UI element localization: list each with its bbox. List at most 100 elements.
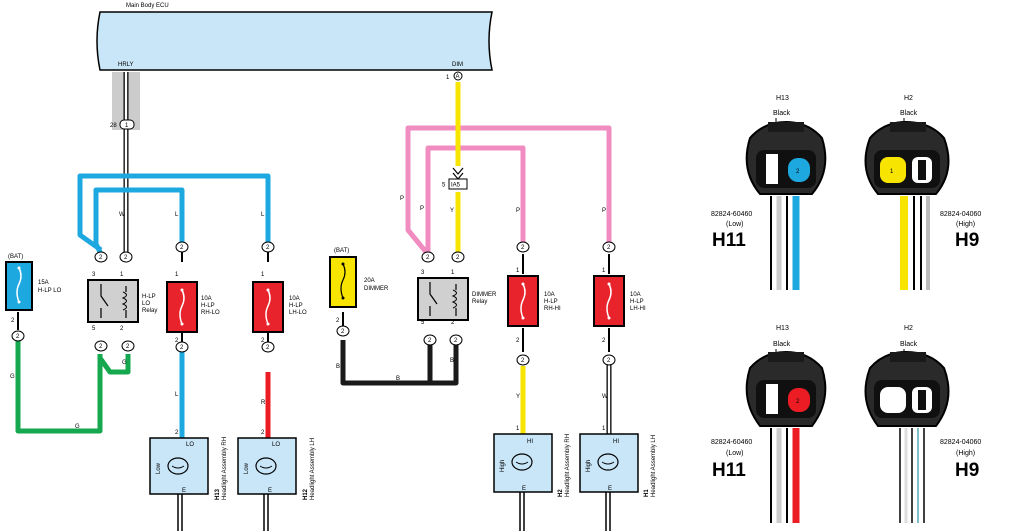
svg-text:H11: H11	[712, 460, 746, 481]
bat-label-2: (BAT)	[334, 248, 349, 254]
svg-text:2: 2	[99, 344, 103, 350]
svg-text:82824-60460: 82824-60460	[711, 211, 752, 218]
connector-h2-top: H2 Black 1 82824-04060 (High) H9	[864, 95, 981, 290]
pin-oval: 2	[175, 341, 189, 353]
svg-text:2: 2	[341, 329, 345, 335]
svg-text:H-LP: H-LP	[630, 299, 644, 305]
svg-text:H1: H1	[644, 489, 650, 497]
svg-text:82824-60460: 82824-60460	[711, 439, 752, 446]
wire-label-b-3: B	[450, 358, 454, 364]
svg-text:(High): (High)	[956, 450, 975, 457]
pin-oval: 2	[336, 325, 350, 337]
svg-text:2: 2	[175, 338, 179, 344]
fuse-dimmer: (BAT) 20A DIMMER	[329, 248, 389, 308]
pin-oval: 2	[119, 251, 133, 263]
svg-text:H2: H2	[904, 95, 913, 102]
pin-connectors: 2 2 2 2 2 2 2 2 2 2 2 2 2 2 2 2 2 2	[11, 241, 616, 366]
relay-h-lp-lo: H-LP LO Relay	[87, 279, 157, 323]
svg-text:H13: H13	[776, 95, 789, 102]
svg-text:Black: Black	[900, 341, 918, 348]
wire-label-r: R	[261, 400, 266, 406]
svg-text:1: 1	[261, 272, 265, 278]
svg-text:1: 1	[602, 268, 606, 274]
svg-text:2: 2	[261, 338, 265, 344]
main-body-ecu: Main Body ECU HRLY DIM 15 1 A	[96, 3, 493, 81]
wire-label-l-2: L	[261, 212, 265, 218]
svg-text:(Low): (Low)	[726, 221, 744, 228]
svg-text:HI: HI	[613, 439, 619, 445]
pin-oval: 2	[94, 251, 108, 263]
svg-text:2: 2	[261, 430, 265, 436]
pin-numbers: 3 1 5 2 1 2 1 2 2 2 3 1 5 2 1 2 1 2 2 2 …	[11, 268, 606, 436]
svg-text:DIMMER: DIMMER	[472, 292, 497, 298]
svg-text:H12: H12	[303, 488, 309, 500]
svg-text:3: 3	[92, 272, 96, 278]
headlight-hi-lh: HI E High H1 Headlight Assembly LH	[579, 433, 657, 531]
svg-text:LO: LO	[186, 442, 194, 448]
svg-text:2: 2	[521, 245, 525, 251]
svg-text:H2: H2	[558, 489, 564, 497]
svg-text:H11: H11	[712, 230, 746, 251]
ecu-pin-1: 1	[446, 75, 450, 81]
relay-dimmer: DIMMER Relay	[417, 277, 497, 321]
fuse-dimmer-name: DIMMER	[364, 286, 389, 292]
wire-label-l-3: L	[175, 392, 179, 398]
pin-oval: 2	[516, 354, 530, 366]
pin-oval: 2	[261, 241, 275, 253]
wire-label-g-1: G	[10, 374, 15, 380]
svg-text:H-LP: H-LP	[142, 294, 156, 300]
svg-text:RH-HI: RH-HI	[544, 306, 561, 312]
svg-text:2: 2	[796, 169, 800, 175]
svg-text:Headlight Assembly RH: Headlight Assembly RH	[222, 437, 228, 500]
headlight-lo-lh: LO E Low H12 Headlight Assembly LH	[237, 437, 316, 531]
junction-ia5: IA5 5	[442, 167, 468, 190]
junction-ia5-label: IA5	[451, 183, 461, 189]
junction-28-pin1: 1	[125, 123, 129, 129]
svg-text:H9: H9	[955, 230, 979, 251]
svg-text:1: 1	[516, 268, 520, 274]
pin-oval: 2	[94, 340, 108, 352]
svg-text:E: E	[268, 488, 272, 494]
svg-text:1: 1	[120, 272, 124, 278]
bat-label: (BAT)	[8, 254, 23, 260]
pin-oval: 2	[175, 241, 189, 253]
svg-text:Relay: Relay	[472, 299, 487, 305]
svg-text:2: 2	[428, 338, 432, 344]
svg-text:2: 2	[11, 318, 15, 324]
svg-text:1: 1	[175, 272, 179, 278]
svg-text:1: 1	[516, 426, 520, 432]
junction-28: 28 1	[110, 119, 135, 130]
svg-text:2: 2	[266, 345, 270, 351]
wire-label-w-2: W	[602, 394, 608, 400]
svg-text:10A: 10A	[544, 292, 555, 298]
svg-text:82824-04060: 82824-04060	[940, 211, 981, 218]
ecu-dim-label: DIM	[452, 62, 463, 68]
fuse-lh-lo: 10A H-LP LH-LO	[252, 281, 307, 333]
svg-text:HI: HI	[527, 439, 533, 445]
fuse-rh-hi: 10A H-LP RH-HI	[507, 275, 561, 327]
svg-text:H-LP: H-LP	[289, 303, 303, 309]
svg-text:LH-HI: LH-HI	[630, 306, 646, 312]
wire-label-p-4: P	[602, 208, 606, 214]
svg-text:Black: Black	[773, 341, 791, 348]
ecu-title: Main Body ECU	[126, 3, 169, 9]
svg-text:(High): (High)	[956, 221, 975, 228]
svg-text:2: 2	[124, 255, 128, 261]
wire-label-y-2: Y	[516, 394, 520, 400]
svg-text:2: 2	[602, 338, 606, 344]
svg-text:2: 2	[99, 255, 103, 261]
svg-text:5: 5	[92, 326, 96, 332]
svg-text:H13: H13	[215, 488, 221, 500]
pin-oval: 2	[602, 241, 616, 253]
svg-text:H-LP: H-LP	[544, 299, 558, 305]
ecu-connector-a	[453, 71, 463, 81]
headlight-hi-rh: HI E High H2 Headlight Assembly RH	[493, 433, 571, 531]
svg-text:2: 2	[180, 345, 184, 351]
wire-label-p-2: P	[420, 206, 424, 212]
svg-text:10A: 10A	[630, 292, 641, 298]
wires	[15, 72, 612, 438]
svg-text:2: 2	[451, 320, 455, 326]
fuse-dimmer-amp: 20A	[364, 278, 375, 284]
junction-28-pin: 28	[110, 123, 117, 129]
